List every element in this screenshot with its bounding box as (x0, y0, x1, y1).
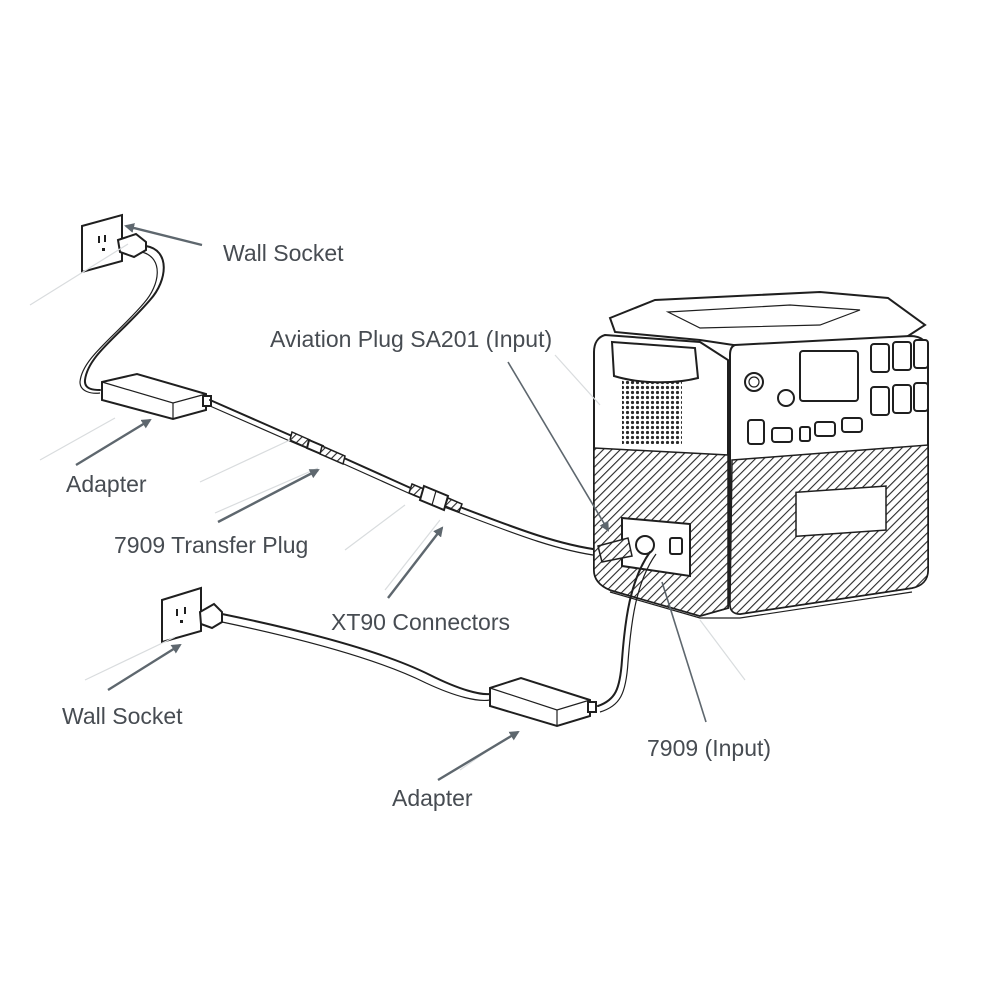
wall-plate (81, 213, 123, 274)
wall-socket-top (81, 213, 147, 274)
power-plug-top (116, 232, 147, 259)
wall-plate (161, 586, 202, 644)
power-station (593, 290, 929, 619)
outlet-ground (102, 248, 105, 251)
adapter-top (101, 372, 212, 421)
cable-adapter-to-station (209, 399, 601, 551)
power-button (744, 372, 764, 392)
arrow-adapter-top (75, 418, 152, 467)
xt90-connectors (408, 482, 463, 513)
arrow-adapter-bottom (437, 730, 520, 782)
power-plug-bottom (198, 602, 223, 630)
label-xt90: XT90 Connectors (331, 609, 510, 635)
power-station-top (608, 290, 927, 348)
front-label-plate (795, 485, 887, 538)
label-wall-socket-bottom: Wall Socket (62, 703, 183, 729)
usb-ports (747, 417, 863, 445)
arrow-wall-socket-top (124, 223, 203, 247)
lcd-display (799, 350, 859, 402)
outlet-slot-right (104, 235, 106, 242)
aviation-port (635, 535, 655, 555)
speaker-grille (622, 378, 682, 444)
label-wall-socket-top: Wall Socket (223, 240, 344, 266)
label-transfer-plug: 7909 Transfer Plug (114, 532, 308, 558)
wall-socket-bottom (161, 586, 223, 644)
label-adapter-top: Adapter (66, 471, 147, 497)
label-7909-input: 7909 (Input) (647, 735, 771, 761)
leader-7909-input (661, 581, 707, 723)
cable-socket-to-adapter-top (83, 245, 165, 391)
aviation-plug-sa201 (597, 537, 633, 563)
car-port (777, 389, 795, 407)
ac-outlets (870, 339, 929, 416)
arrow-xt90 (387, 526, 444, 599)
leader-aviation-plug (507, 361, 610, 532)
transfer-plug-7909 (289, 430, 346, 466)
adapter-bottom (489, 676, 597, 728)
cable-socket-to-adapter-bottom (221, 613, 491, 696)
arrow-wall-socket-bottom (107, 643, 182, 692)
side-handle (610, 340, 700, 384)
arrow-transfer-plug (217, 468, 320, 524)
outlet-slot-left (98, 236, 100, 243)
port-7909 (669, 537, 683, 555)
cable-7909-to-adapter-bottom (597, 551, 651, 707)
label-aviation-plug: Aviation Plug SA201 (Input) (270, 326, 552, 352)
label-adapter-bottom: Adapter (392, 785, 473, 811)
